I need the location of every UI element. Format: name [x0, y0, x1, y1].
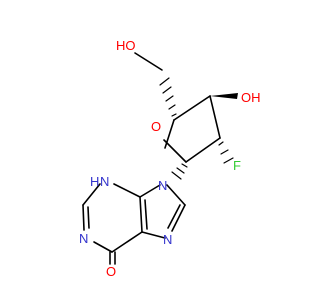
hashed-wedge-c2-f [218, 141, 234, 164]
bold-wedge-c3-oh [210, 93, 238, 99]
bond-n1-c6 [93, 241, 113, 253]
atom-label-nh-h: H [90, 174, 99, 189]
atom-label-ring-oxygen: O [151, 119, 161, 134]
atom-label-n9: N [158, 178, 167, 193]
hashed-wedge-c4-ch2 [159, 77, 177, 117]
atom-label-nh-n: N [100, 174, 109, 189]
molecule-structure-diagram: HO OH O F N N H N N O [79, 38, 261, 279]
bonds [82, 52, 238, 265]
atom-label-ho: HO [116, 38, 136, 53]
bond-o-c4 [164, 119, 175, 149]
bond-c6-c5 [111, 231, 143, 253]
bond-c1-o [163, 139, 187, 163]
atom-label-n7: N [163, 232, 172, 247]
bond-c4p-n3 [113, 183, 141, 198]
bond-c2-n1-double [87, 206, 90, 229]
bond-c2-c1 [185, 137, 221, 163]
hashed-wedge-c1-n9 [171, 163, 188, 180]
atom-label-oh: OH [241, 90, 261, 105]
bond-c4p-n9 [139, 184, 161, 198]
atom-label-carbonyl-oxygen: O [106, 264, 116, 279]
bond-c4p-c5-double [144, 199, 148, 230]
bond-c2-n1 [82, 204, 85, 231]
bond-c3-c2 [209, 95, 221, 139]
bond-ch2-ho [134, 52, 163, 71]
bond-c8-n7-double [167, 204, 181, 229]
bond-c5-c4p [139, 196, 143, 233]
atom-label-fluorine: F [233, 158, 241, 173]
bond-n9-c8 [166, 184, 186, 206]
bond-n3-c2 [82, 183, 101, 206]
bond-c8-n7 [171, 204, 186, 232]
atom-label-n1: N [79, 231, 88, 246]
bond-n7-c5 [141, 231, 166, 239]
atom-labels: HO OH O F N N H N N O [79, 38, 261, 279]
bond-c4-c3 [173, 95, 211, 121]
